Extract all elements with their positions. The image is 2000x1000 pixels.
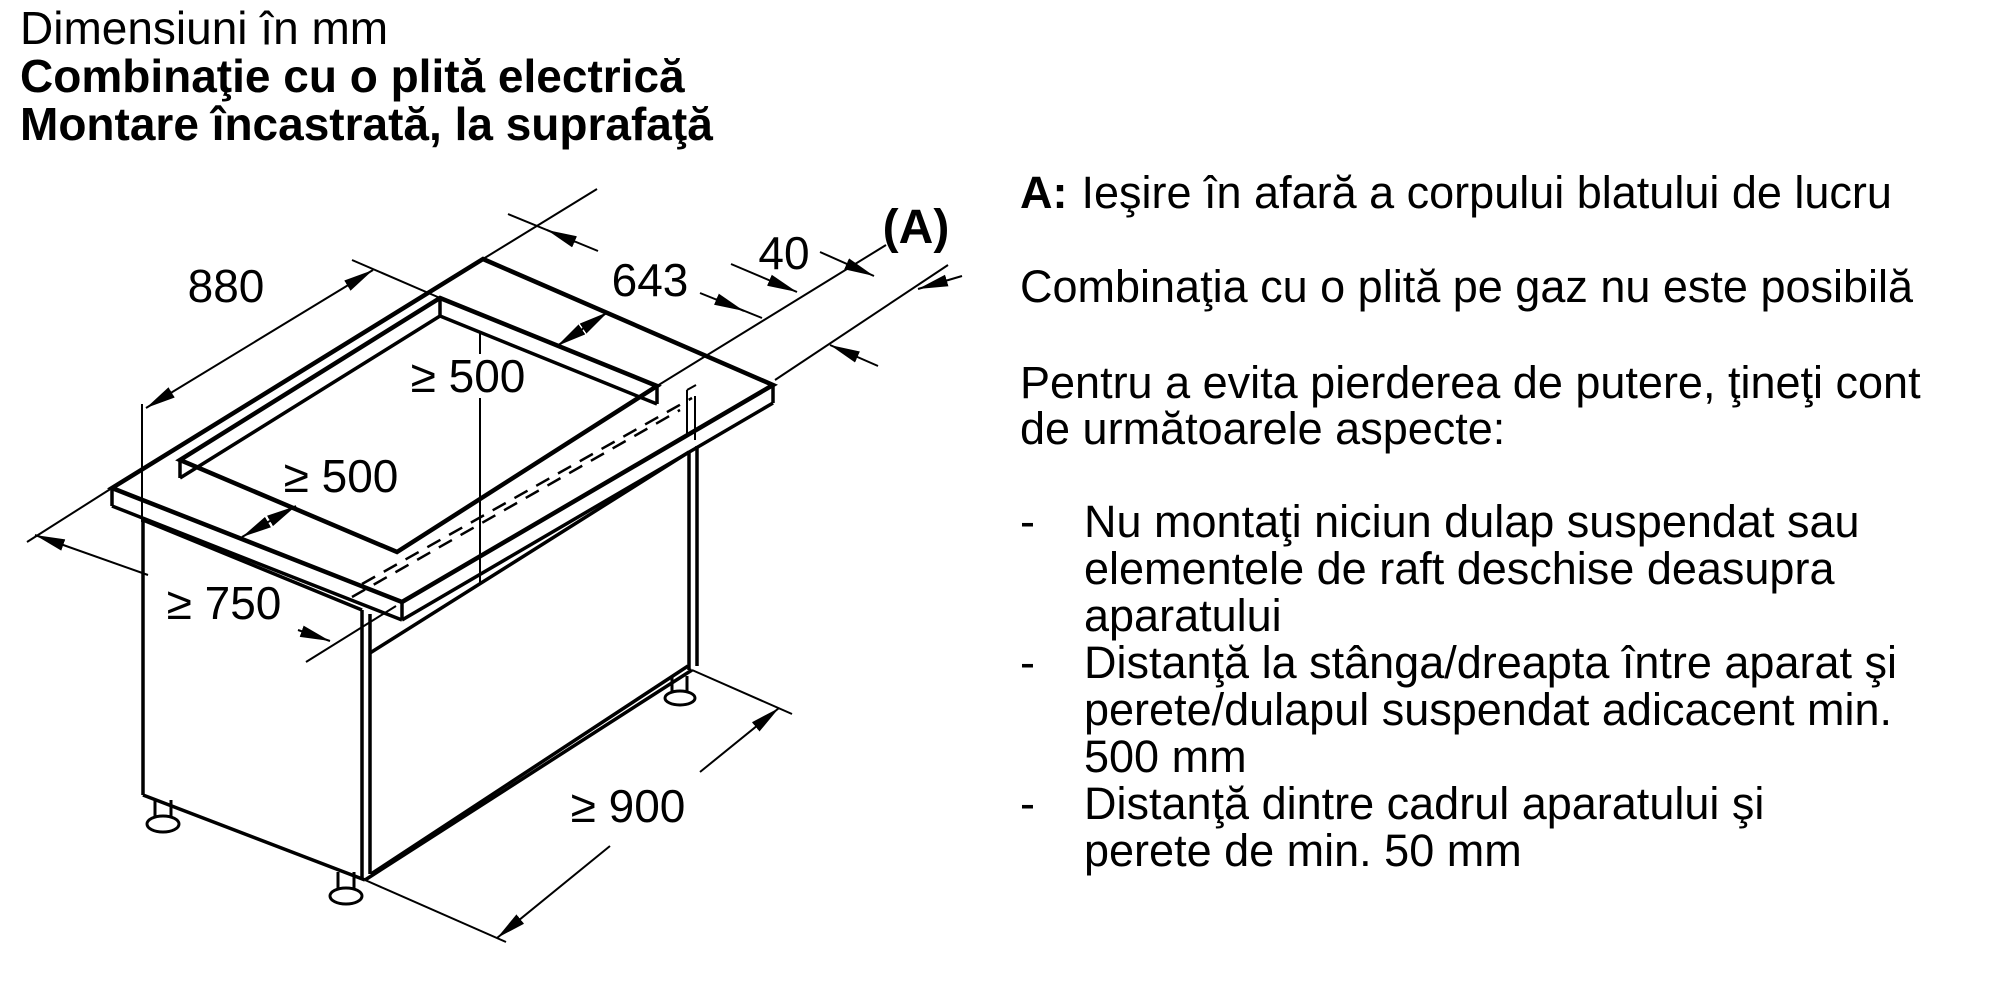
paragraph-power-line2: de următoarele aspecte: <box>1020 403 1506 454</box>
page-subtitle: Dimensiuni în mm <box>20 2 389 54</box>
cabinet-feet <box>145 676 697 906</box>
note-a-text: Ieşire în afară a corpului blatului de l… <box>1081 167 1892 218</box>
installation-diagram: 880 643 40 (A) ≥ 500 ≥ 500 ≥ 750 <box>26 188 963 943</box>
hidden-duct-lines <box>351 384 697 599</box>
bullet-1-line-3: aparatului <box>1084 590 1282 641</box>
paragraph-gas: Combinaţia cu o plită pe gaz nu este pos… <box>1020 261 1914 312</box>
paragraph-power-line1: Pentru a evita pierderea de putere, ţine… <box>1020 357 1921 408</box>
reference-A: (A) <box>883 201 963 290</box>
bullet-2-line-3: 500 mm <box>1084 731 1247 782</box>
dim-label-500-rear: ≥ 500 <box>411 350 526 402</box>
note-a-label: A: <box>1020 167 1068 218</box>
paragraph-power: Pentru a evita pierderea de putere, ţine… <box>1020 360 1980 452</box>
worktop-outline <box>106 256 778 622</box>
dimension-880: 880 <box>145 260 374 409</box>
bullet-item: - Nu montaţi niciun dulap suspendat sau … <box>1020 498 1897 639</box>
dimension-500-front: ≥ 500 <box>241 450 399 538</box>
dimension-750: ≥ 750 <box>34 534 331 642</box>
bullet-dash: - <box>1020 637 1035 688</box>
bullet-3-line-2: perete de min. 50 mm <box>1084 825 1522 876</box>
page-title-mounting: Montare încastrată, la suprafaţă <box>20 98 713 150</box>
dimension-900: ≥ 900 <box>496 707 780 939</box>
dimension-643: 643 <box>507 213 763 319</box>
bullet-dash: - <box>1020 778 1035 829</box>
dimension-40: 40 <box>730 227 879 367</box>
bullet-list: - Nu montaţi niciun dulap suspendat sau … <box>1020 498 1897 874</box>
bullet-1-line-2: elementele de raft deschise deasupra <box>1084 543 1835 594</box>
title-block: Dimensiuni în mm Combinaţie cu o plită e… <box>20 4 713 148</box>
bullet-item: - Distanţă la stânga/dreapta între apara… <box>1020 639 1897 780</box>
bullet-dash: - <box>1020 496 1035 547</box>
base-cabinet <box>141 446 699 882</box>
bullet-2-line-2: perete/dulapul suspendat adicacent min. <box>1084 684 1893 735</box>
note-a: A: Ieşire în afară a corpului blatului de… <box>1020 170 1980 216</box>
dim-label-750: ≥ 750 <box>167 577 282 629</box>
page-title-combination: Combinaţie cu o plită electrică <box>20 50 685 102</box>
bullet-1-line-1: Nu montaţi niciun dulap suspendat sau <box>1084 496 1860 547</box>
bullet-2-line-1: Distanţă la stânga/dreapta între aparat … <box>1084 637 1897 688</box>
dim-label-900: ≥ 900 <box>571 780 686 832</box>
dim-label-40: 40 <box>758 227 809 279</box>
bullet-item: - Distanţă dintre cadrul aparatului şi p… <box>1020 780 1897 874</box>
dimension-500-rear: ≥ 500 <box>411 311 609 583</box>
dim-label-880: 880 <box>188 260 265 312</box>
dim-label-500-front: ≥ 500 <box>284 450 399 502</box>
bullet-3-line-1: Distanţă dintre cadrul aparatului şi <box>1084 778 1765 829</box>
dim-label-643: 643 <box>612 254 689 306</box>
ref-label-A: (A) <box>883 201 950 254</box>
